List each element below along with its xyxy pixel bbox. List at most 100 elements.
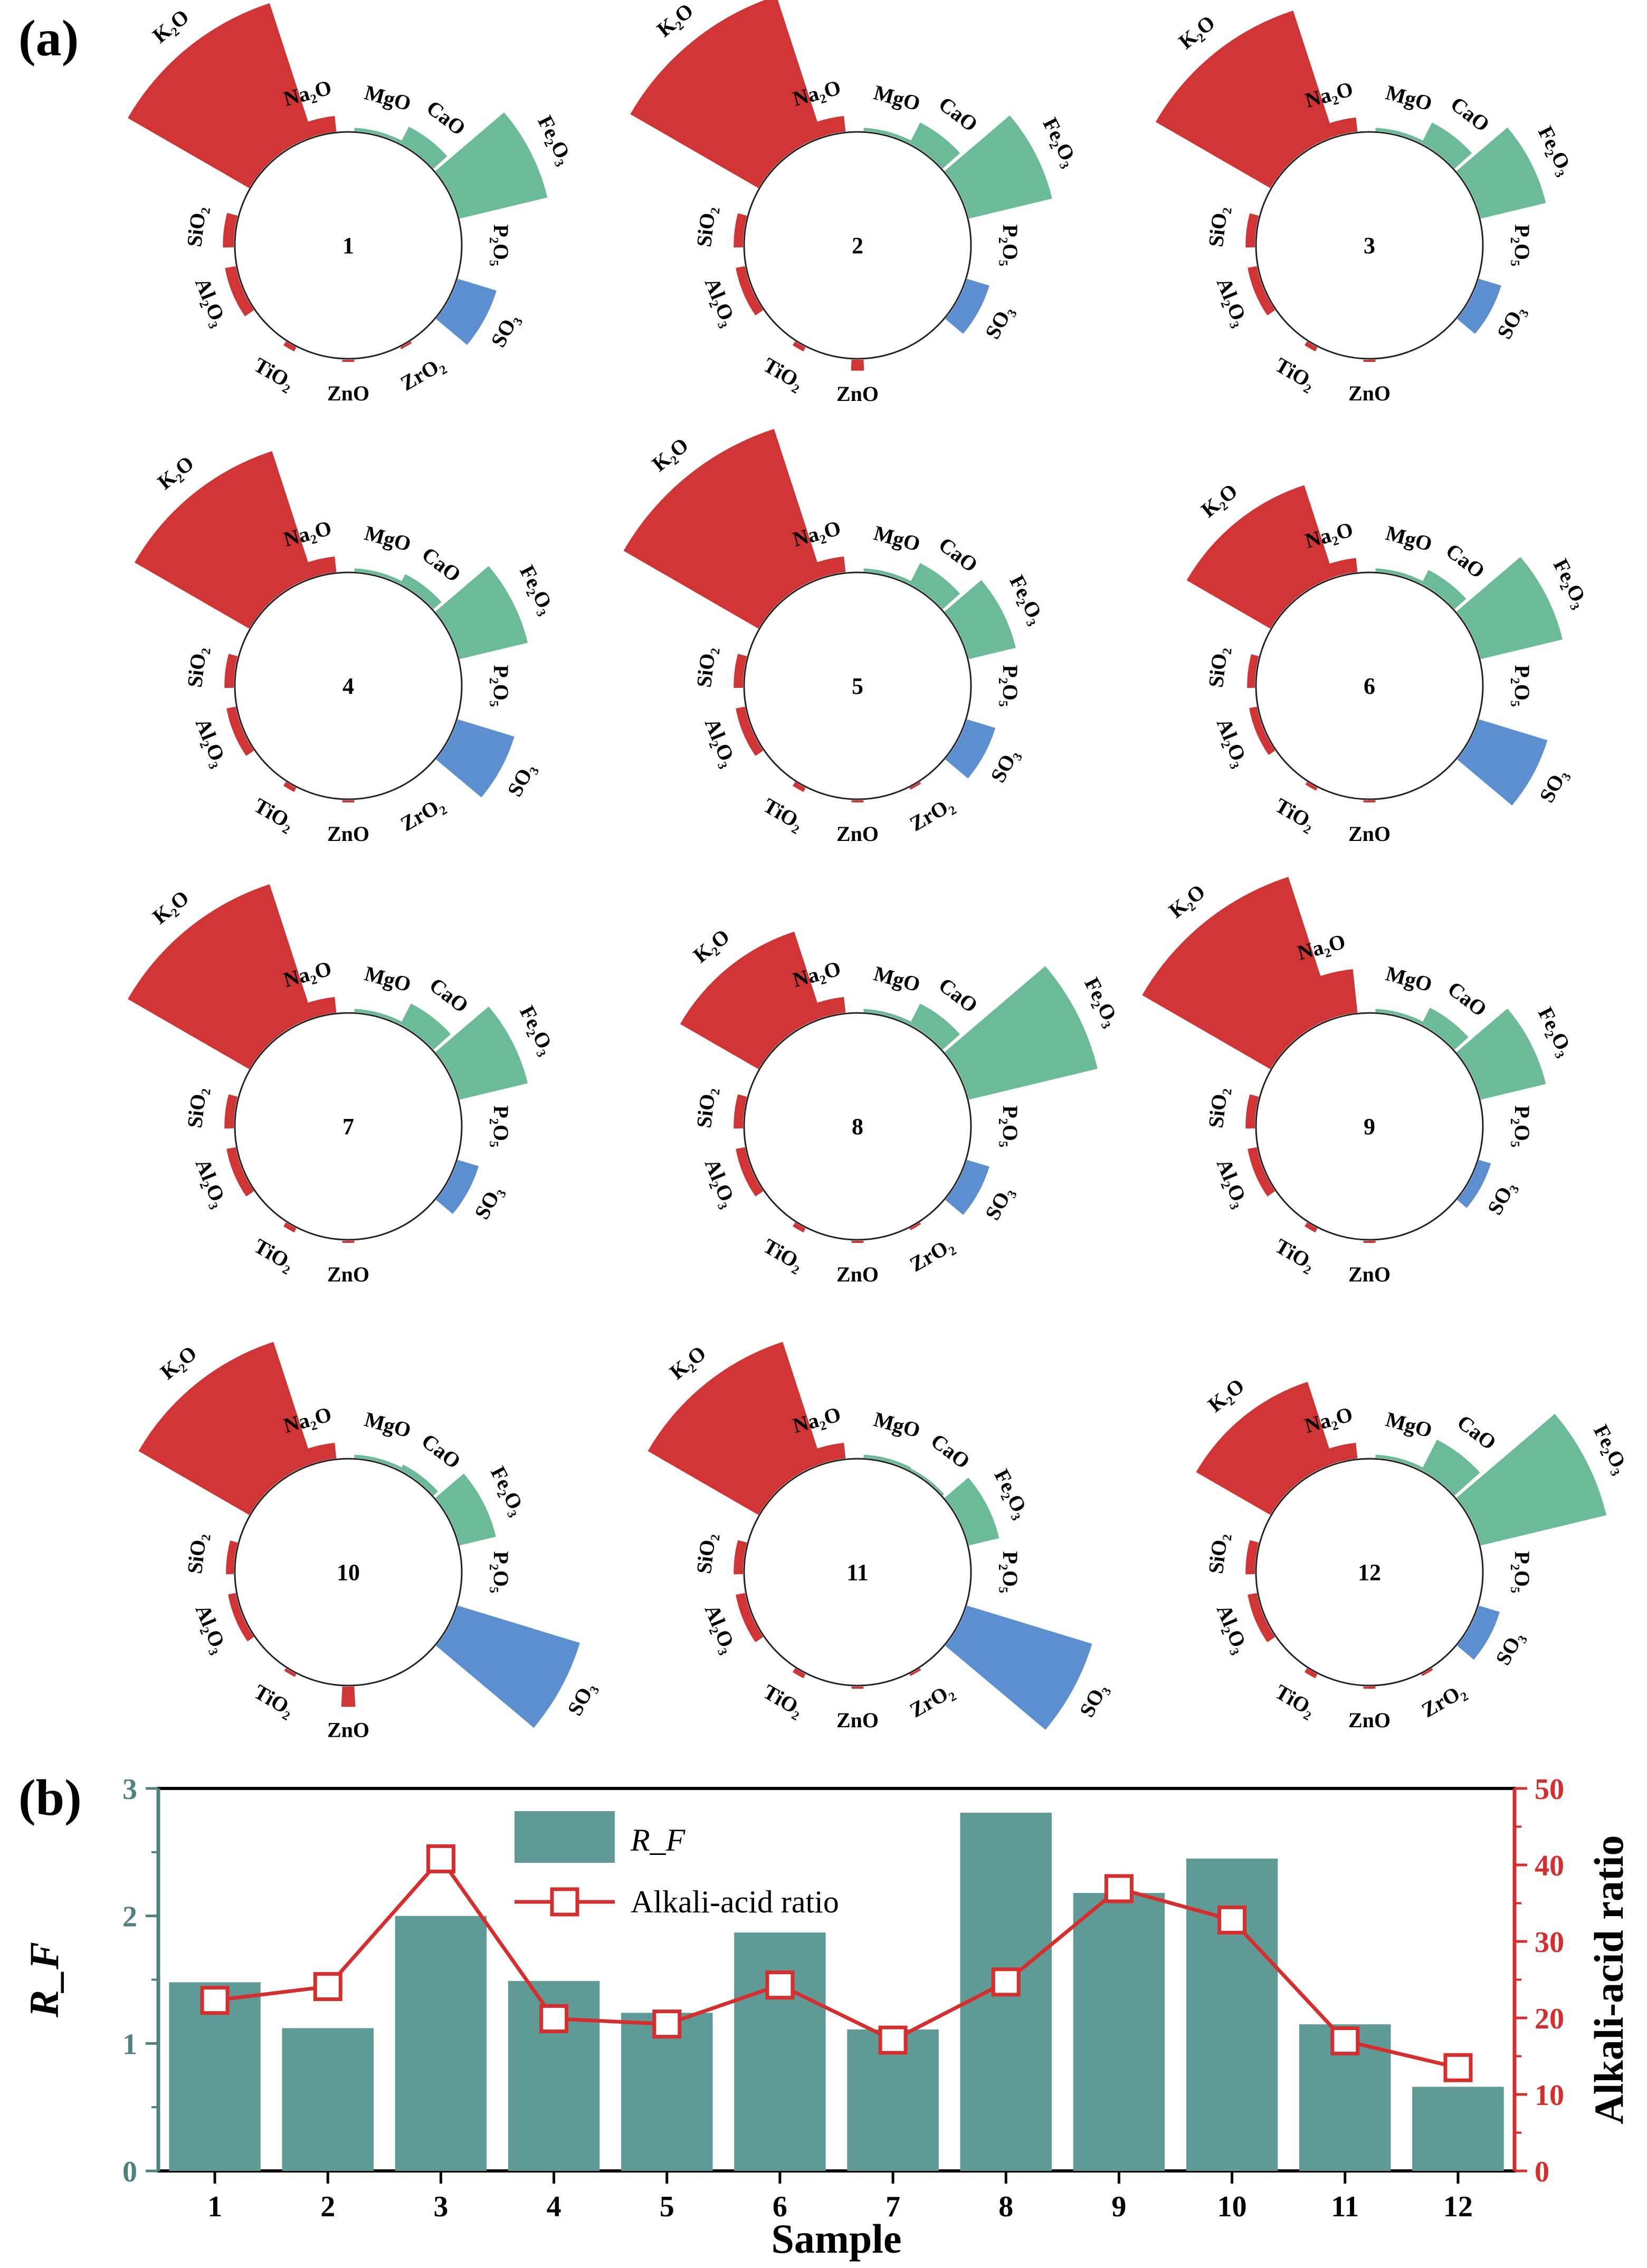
sample-number-label: 1: [342, 233, 354, 259]
element-label: P₂O₅: [1510, 224, 1534, 266]
radial-bar-1-10: [283, 341, 297, 352]
element-label: K₂O: [1164, 879, 1210, 923]
radial-bar-1-11: [225, 266, 254, 317]
element-label: P₂O₅: [489, 665, 513, 707]
radial-bar-7-9: [342, 1240, 355, 1243]
radial-bar-2-12: [734, 213, 747, 248]
element-label: K₂O: [148, 886, 193, 929]
radial-bar-5-4: [909, 563, 960, 609]
radial-bar-10-10: [284, 1668, 297, 1677]
element-label: TiO₂: [759, 1680, 808, 1721]
element-label: P₂O₅: [998, 224, 1022, 266]
radial-bar-10-5: [435, 1473, 496, 1546]
alkali-acid-marker-4: [539, 2004, 569, 2033]
radial-bar-8-8: [909, 1222, 921, 1230]
radial-bar-4-5: [435, 566, 528, 659]
element-label: TiO₂: [1271, 793, 1320, 835]
alkali-acid-line: [200, 1844, 1473, 2082]
element-label: P₂O₅: [998, 665, 1022, 707]
radial-bar-6-11: [1249, 706, 1275, 755]
radial-bar-4-7: [436, 719, 515, 798]
radial-bar-6-3: [1375, 568, 1423, 584]
element-label: P₂O₅: [998, 1551, 1022, 1593]
radial-bar-9-11: [1248, 1147, 1275, 1197]
radial-bar-5-10: [792, 781, 806, 792]
element-label: Fe₂O₃: [1534, 122, 1578, 179]
radial-bar-3-5: [1456, 127, 1546, 219]
element-label: CaO: [934, 532, 982, 577]
radial-bar-7-11: [226, 1147, 254, 1197]
element-label: MgO: [1383, 961, 1434, 996]
legend-rf-label: R_F: [630, 1823, 686, 1858]
radial-bar-3-9: [1363, 359, 1376, 362]
rf-bar-9: [1073, 1893, 1165, 2171]
element-label: P₂O₅: [1510, 1551, 1534, 1593]
radial-bar-6-5: [1456, 557, 1563, 659]
rf-bar-2: [282, 2028, 374, 2171]
element-label: ZrO₂: [906, 1679, 957, 1722]
element-label: Fe₂O₃: [515, 561, 559, 618]
radial-bar-10-12: [226, 1540, 238, 1575]
sample-number-label: 2: [852, 233, 863, 259]
sample-number-label: 5: [852, 673, 863, 699]
element-label: Fe₂O₃: [1038, 114, 1082, 170]
radial-bar-1-1: [128, 3, 313, 188]
alkali-acid-marker-3: [426, 1844, 455, 1873]
element-label: TiO₂: [759, 793, 808, 835]
element-label: CaO: [422, 95, 470, 140]
y-right-tick-label: 10: [1535, 2079, 1564, 2112]
radial-bar-5-3: [863, 568, 911, 584]
alkali-acid-marker-6: [765, 1970, 795, 2000]
radial-bar-9-10: [1304, 1222, 1318, 1233]
element-label: SiO₂: [183, 1532, 211, 1575]
element-label: Al₂O₃: [191, 1155, 232, 1211]
element-label: MgO: [871, 961, 922, 996]
element-label: MgO: [362, 961, 413, 996]
radial-bar-3-4: [1421, 122, 1472, 169]
element-label: ZnO: [836, 1708, 879, 1732]
element-label: Al₂O₃: [191, 1601, 232, 1657]
radial-bar-11-8: [909, 1668, 921, 1676]
element-label: CaO: [1443, 977, 1491, 1021]
element-label: P₂O₅: [1510, 665, 1534, 707]
element-label: TiO₂: [250, 1680, 299, 1721]
x-tick-label: 7: [886, 2190, 900, 2223]
rf-bar-12: [1412, 2087, 1504, 2171]
element-label: MgO: [871, 1407, 922, 1442]
radial-bar-6-4: [1421, 570, 1467, 609]
element-label: Fe₂O₃: [533, 111, 577, 168]
radial-bar-10-1: [138, 1342, 313, 1515]
radial-bar-6-7: [1457, 719, 1548, 806]
element-label: SO₃: [980, 1182, 1018, 1224]
element-label: SO₃: [502, 759, 540, 800]
element-label: MgO: [362, 80, 413, 115]
y-right-axis-title: Alkali-acid ratio: [1586, 1835, 1632, 2124]
radial-bar-6-10: [1305, 781, 1318, 791]
radial-bar-2-2: [804, 116, 846, 141]
x-tick-label: 5: [660, 2190, 674, 2223]
element-label: MgO: [1383, 80, 1434, 115]
sample-number-label: 9: [1364, 1114, 1375, 1140]
radial-bar-6-2: [1317, 558, 1358, 581]
element-label: P₂O₅: [489, 224, 513, 266]
element-label: SO₃: [470, 1182, 507, 1223]
x-tick-label: 10: [1217, 2190, 1247, 2223]
y-right-tick-label: 50: [1535, 1773, 1564, 1806]
radial-bar-1-8: [400, 341, 412, 349]
element-label: K₂O: [148, 5, 193, 48]
alkali-acid-polyline: [214, 1855, 1459, 2070]
y-left-tick-label: 0: [122, 2156, 137, 2188]
element-label: ZnO: [1348, 1708, 1391, 1732]
radial-bar-9-12: [1245, 1094, 1259, 1129]
radial-bar-2-7: [945, 279, 989, 334]
radial-baseline-circle: [1255, 571, 1484, 800]
radial-bar-4-1: [134, 451, 313, 629]
element-label: CaO: [927, 1429, 975, 1473]
element-label: ZrO₂: [396, 792, 448, 836]
element-label: Fe₂O₃: [1549, 555, 1593, 611]
element-label: TiO₂: [250, 1234, 299, 1276]
